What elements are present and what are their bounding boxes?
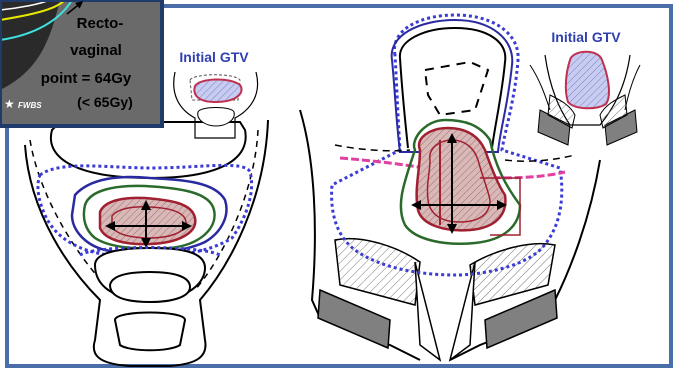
inset-line-2: vaginal [70,42,122,59]
inset-line-1: Recto- [77,15,124,32]
right-initial-gtv-label: Initial GTV [551,29,621,45]
right-initial-gtv-shape [566,52,609,109]
inset-line-3: point = 64Gy [41,70,132,87]
left-bladder [51,122,246,178]
star-icon: ★ [4,97,15,111]
inset-logo: FWBS [18,101,42,110]
inset-line-4: (< 65Gy) [77,94,133,110]
left-gtv [100,198,195,244]
mri-inset: Recto- vaginal point = 64Gy (< 65Gy) ★ F… [0,0,162,126]
left-sacrum [115,313,185,351]
left-initial-gtv-shape [194,79,241,102]
left-initial-gtv-label: Initial GTV [179,49,249,65]
left-rectum-lumen [110,272,190,302]
